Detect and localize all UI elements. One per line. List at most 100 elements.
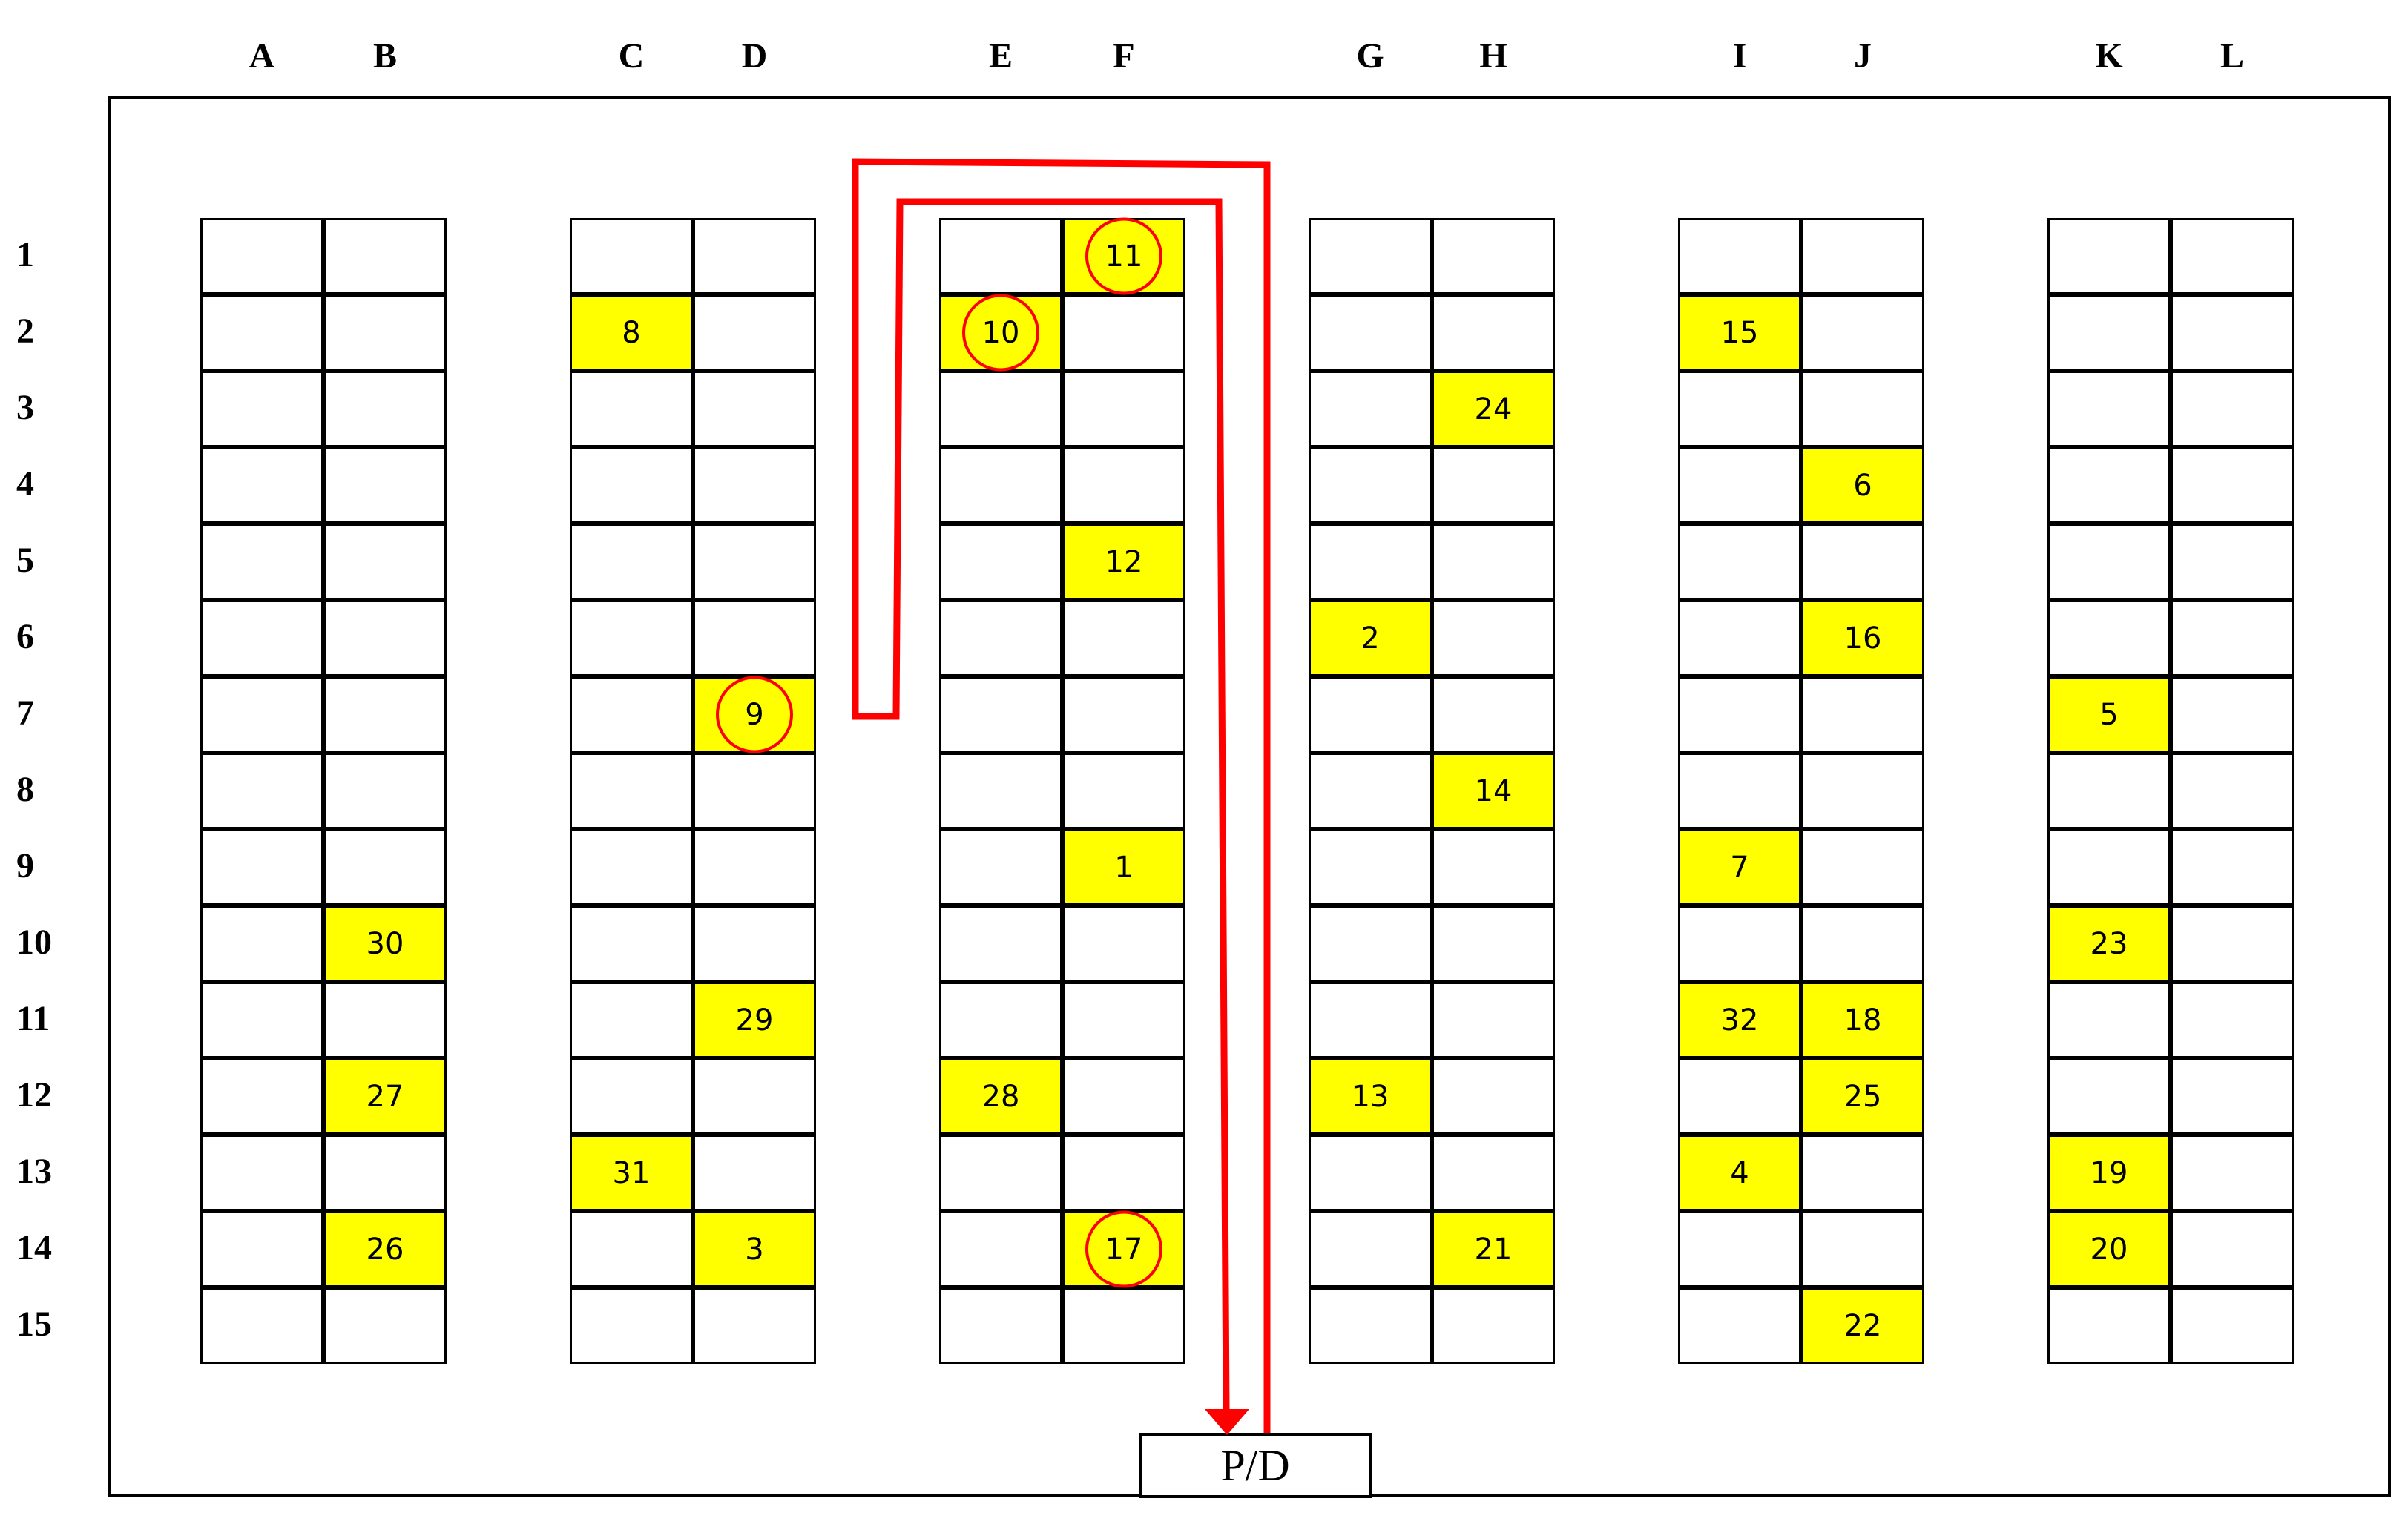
- storage-cell-k9: [2047, 829, 2171, 906]
- pick-item-label: 22: [1843, 1308, 1882, 1343]
- storage-cell-e1: [939, 218, 1062, 294]
- pick-item-label: 15: [1720, 315, 1759, 350]
- storage-cell-l6: [2171, 600, 2294, 676]
- pick-location-k7: 5: [2047, 676, 2171, 753]
- storage-cell-h2: [1432, 294, 1555, 371]
- storage-cell-a14: [200, 1211, 323, 1287]
- pick-location-k13: 19: [2047, 1135, 2171, 1211]
- row-label-10: 10: [16, 923, 52, 962]
- storage-cell-g9: [1309, 829, 1432, 906]
- storage-cell-a13: [200, 1135, 323, 1211]
- storage-cell-a1: [200, 218, 323, 294]
- pick-location-j12: 25: [1801, 1058, 1924, 1135]
- storage-cell-e7: [939, 676, 1062, 753]
- pick-item-label: 14: [1474, 773, 1513, 808]
- storage-cell-a4: [200, 447, 323, 524]
- storage-cell-l3: [2171, 371, 2294, 447]
- storage-cell-a10: [200, 906, 323, 982]
- storage-cell-l12: [2171, 1058, 2294, 1135]
- pick-location-h14: 21: [1432, 1211, 1555, 1287]
- storage-cell-l8: [2171, 753, 2294, 829]
- pick-location-f14: 17: [1062, 1211, 1185, 1287]
- storage-cell-h13: [1432, 1135, 1555, 1211]
- column-label-b: B: [372, 36, 397, 76]
- pick-item-label: 31: [612, 1155, 651, 1190]
- storage-cell-a12: [200, 1058, 323, 1135]
- storage-cell-i14: [1678, 1211, 1801, 1287]
- storage-cell-l7: [2171, 676, 2294, 753]
- storage-cell-c10: [570, 906, 693, 982]
- storage-cell-a6: [200, 600, 323, 676]
- pick-item-label: 8: [622, 315, 641, 350]
- row-label-15: 15: [16, 1304, 52, 1344]
- pick-location-j15: 22: [1801, 1287, 1924, 1364]
- storage-cell-i7: [1678, 676, 1801, 753]
- storage-cell-a3: [200, 371, 323, 447]
- pick-item-label: 18: [1843, 1003, 1882, 1038]
- pick-item-label: 9: [745, 697, 764, 732]
- storage-cell-j13: [1801, 1135, 1924, 1211]
- pick-location-j6: 16: [1801, 600, 1924, 676]
- storage-cell-h5: [1432, 524, 1555, 600]
- column-label-c: C: [618, 36, 645, 76]
- storage-cell-h4: [1432, 447, 1555, 524]
- storage-cell-g3: [1309, 371, 1432, 447]
- pick-item-label: 27: [366, 1079, 404, 1114]
- pick-item-label: 19: [2090, 1155, 2128, 1190]
- storage-cell-h15: [1432, 1287, 1555, 1364]
- pick-item-label: 25: [1843, 1079, 1882, 1114]
- selected-item-circle-17: [1085, 1210, 1162, 1288]
- storage-cell-b3: [323, 371, 447, 447]
- storage-cell-d2: [693, 294, 816, 371]
- storage-cell-d12: [693, 1058, 816, 1135]
- pick-item-label: 6: [1853, 468, 1872, 503]
- storage-cell-i15: [1678, 1287, 1801, 1364]
- storage-cell-f2: [1062, 294, 1185, 371]
- storage-cell-b5: [323, 524, 447, 600]
- storage-cell-h7: [1432, 676, 1555, 753]
- column-label-k: K: [2095, 36, 2123, 76]
- storage-cell-d15: [693, 1287, 816, 1364]
- storage-cell-j5: [1801, 524, 1924, 600]
- storage-cell-k12: [2047, 1058, 2171, 1135]
- storage-cell-e11: [939, 982, 1062, 1058]
- storage-cell-h1: [1432, 218, 1555, 294]
- storage-cell-j3: [1801, 371, 1924, 447]
- storage-cell-d6: [693, 600, 816, 676]
- pick-item-label: 32: [1720, 1003, 1759, 1038]
- storage-cell-f7: [1062, 676, 1185, 753]
- storage-cell-f3: [1062, 371, 1185, 447]
- storage-cell-d3: [693, 371, 816, 447]
- pick-item-label: 29: [735, 1003, 774, 1038]
- pick-item-label: 4: [1730, 1155, 1749, 1190]
- pick-location-i9: 7: [1678, 829, 1801, 906]
- storage-cell-g2: [1309, 294, 1432, 371]
- storage-cell-e4: [939, 447, 1062, 524]
- storage-cell-i6: [1678, 600, 1801, 676]
- column-label-d: D: [741, 36, 768, 76]
- row-label-8: 8: [16, 770, 34, 809]
- storage-cell-l14: [2171, 1211, 2294, 1287]
- pick-location-g6: 2: [1309, 600, 1432, 676]
- storage-cell-j8: [1801, 753, 1924, 829]
- storage-cell-d8: [693, 753, 816, 829]
- pick-item-label: 1: [1114, 850, 1134, 885]
- pick-location-i2: 15: [1678, 294, 1801, 371]
- pick-item-label: 24: [1474, 392, 1513, 426]
- storage-cell-f13: [1062, 1135, 1185, 1211]
- storage-cell-g7: [1309, 676, 1432, 753]
- storage-cell-h9: [1432, 829, 1555, 906]
- storage-cell-i1: [1678, 218, 1801, 294]
- storage-cell-c11: [570, 982, 693, 1058]
- storage-cell-g10: [1309, 906, 1432, 982]
- storage-cell-c5: [570, 524, 693, 600]
- storage-cell-b13: [323, 1135, 447, 1211]
- column-label-l: L: [2220, 36, 2244, 76]
- column-label-i: I: [1732, 36, 1747, 76]
- storage-cell-g11: [1309, 982, 1432, 1058]
- pick-item-label: 7: [1730, 850, 1749, 885]
- storage-cell-f8: [1062, 753, 1185, 829]
- pick-location-d11: 29: [693, 982, 816, 1058]
